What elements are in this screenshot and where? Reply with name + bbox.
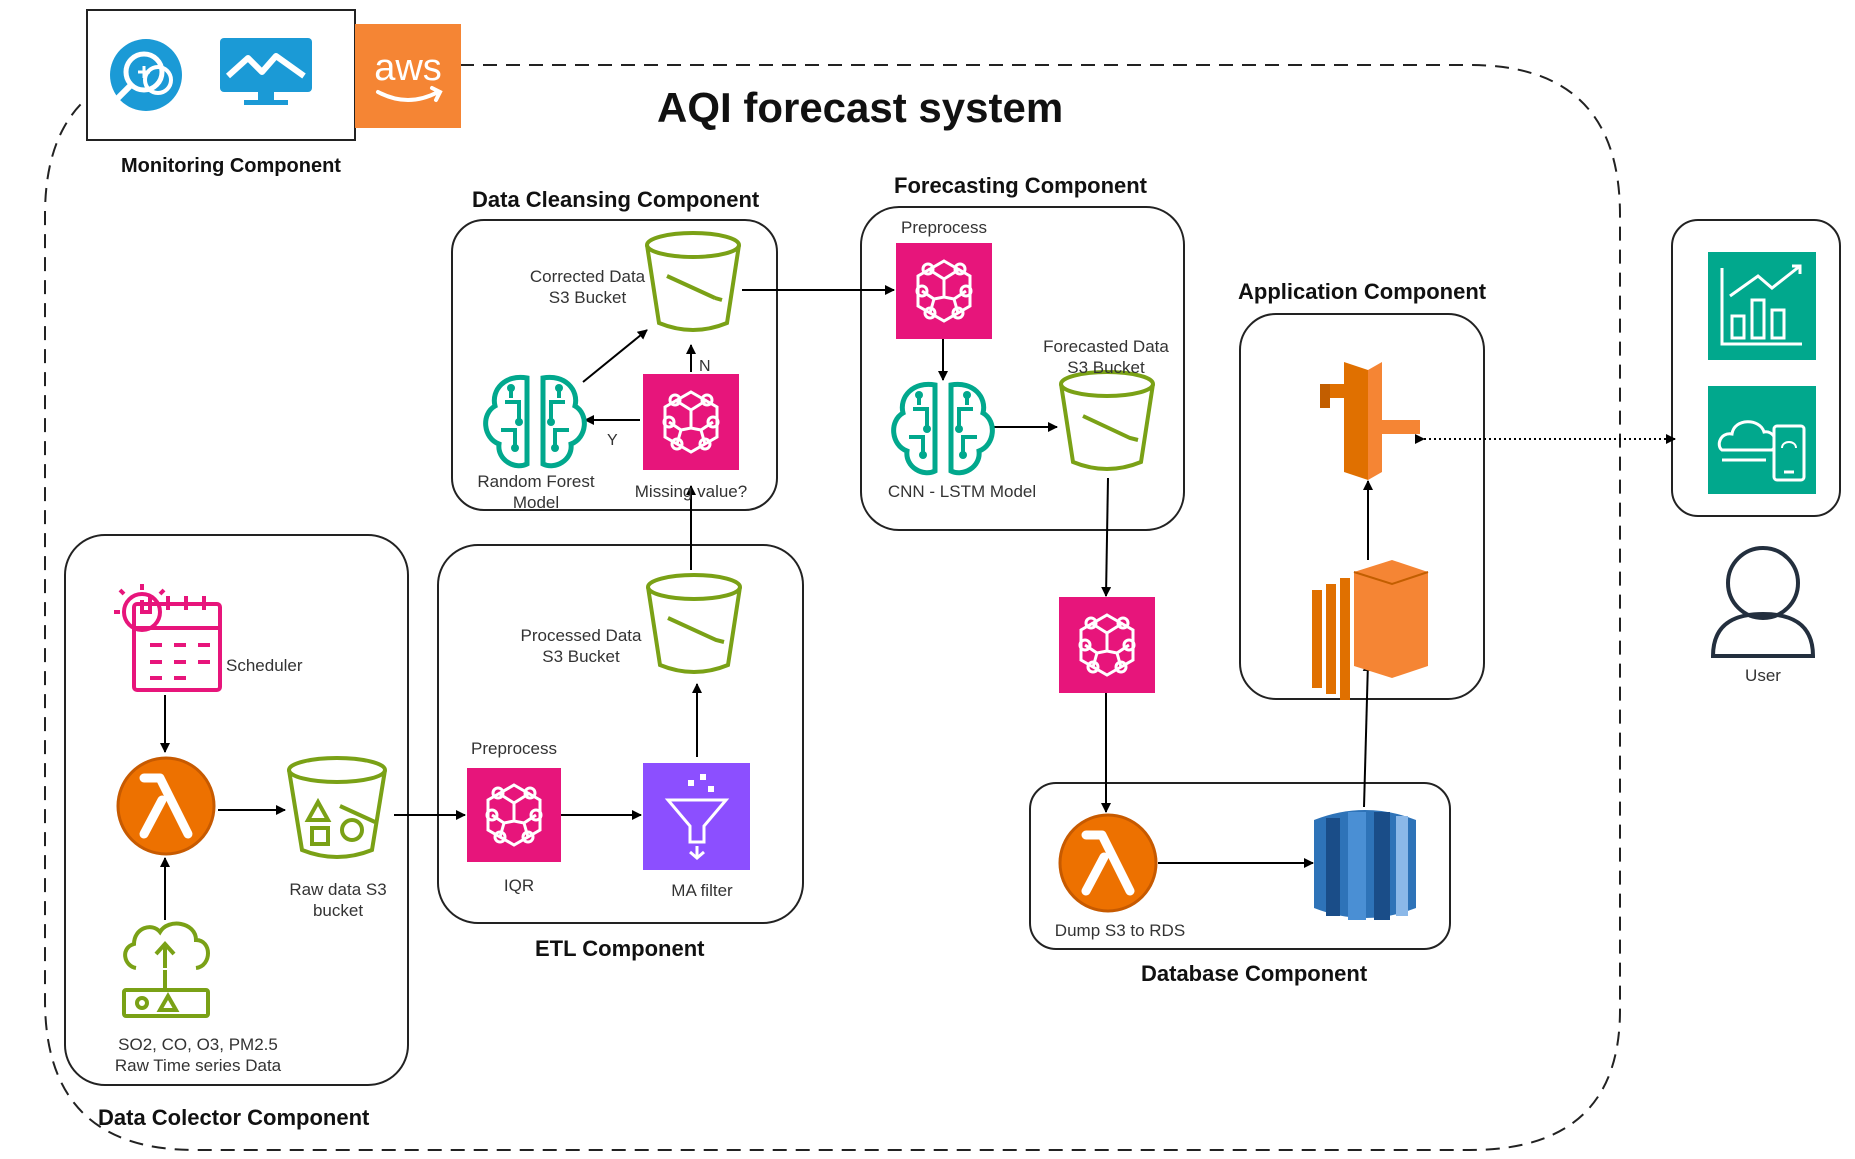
etl-preprocess-label: Preprocess	[471, 739, 557, 758]
iot-source-icon	[122, 921, 210, 1018]
corrected-bucket-label: Corrected Data S3 Bucket	[500, 266, 675, 308]
raw-data-label-line1: SO2, CO, O3, PM2.5	[118, 1035, 278, 1054]
rds-icon	[1314, 810, 1416, 920]
corrected-bucket-label-line2: S3 Bucket	[548, 288, 627, 307]
ingest-lambda-icon	[118, 758, 214, 854]
scheduler-icon	[114, 584, 222, 692]
forecasted-bucket-label-line1: Forecasted Data	[1043, 337, 1169, 356]
forecasting-heading: Forecasting Component	[894, 173, 1148, 198]
cnn-lstm-label: CNN - LSTM Model	[887, 482, 1037, 501]
forecast-preprocess-label: Preprocess	[901, 218, 987, 237]
edge-label-yes: Y	[607, 432, 618, 449]
processed-bucket-icon	[646, 573, 742, 674]
corrected-bucket-label-line1: Corrected Data	[529, 267, 646, 286]
edge-forecasted-transform	[1101, 477, 1112, 597]
processed-bucket-label: Processed Data S3 Bucket	[502, 625, 660, 667]
svg-text:aws: aws	[374, 47, 442, 89]
processed-bucket-label-line1: Processed Data	[520, 626, 642, 645]
dump-lambda-label: Dump S3 to RDS	[1054, 921, 1186, 940]
user-label: User	[1745, 666, 1781, 685]
data-cleansing-box	[451, 219, 778, 511]
user-icon	[1710, 546, 1816, 658]
missing-value-label: Missing value?	[634, 482, 748, 501]
random-forest-icon	[486, 377, 585, 465]
forecasted-bucket-label: Forecasted Data S3 Bucket	[1028, 336, 1184, 378]
system-boundary	[44, 64, 1621, 1151]
cnn-lstm-icon	[894, 384, 993, 472]
client-devices-icon	[1708, 386, 1816, 494]
raw-data-label: SO2, CO, O3, PM2.5 Raw Time series Data	[92, 1034, 304, 1076]
etl-heading: ETL Component	[535, 936, 705, 961]
ec2-icon	[1312, 560, 1429, 700]
edge-randomforest-corrected	[582, 329, 648, 383]
raw-data-label-line2: Raw Time series Data	[114, 1056, 282, 1075]
database-box	[1029, 782, 1451, 950]
data-collector-heading: Data Colector Component	[98, 1105, 370, 1130]
random-forest-label-line2: Model	[512, 493, 560, 512]
edge-label-no: N	[699, 358, 711, 375]
etl-box	[437, 544, 804, 924]
scheduler-label: Scheduler	[226, 656, 303, 675]
raw-bucket-icon	[287, 756, 387, 859]
raw-bucket-label-line1: Raw data S3	[289, 880, 387, 899]
dump-lambda-icon	[1060, 815, 1156, 911]
random-forest-label: Random Forest Model	[462, 471, 610, 513]
application-box	[1239, 313, 1485, 700]
user-apps-box	[1671, 219, 1841, 517]
data-cleansing-heading: Data Cleansing Component	[472, 187, 760, 212]
monitoring-heading: Monitoring Component	[121, 155, 341, 177]
monitor-search-icon	[110, 39, 182, 111]
random-forest-label-line1: Random Forest	[477, 472, 595, 491]
aws-logo: aws	[355, 24, 461, 128]
forecasted-bucket-icon	[1059, 370, 1155, 471]
raw-bucket-label-line2: bucket	[312, 901, 364, 920]
forecasted-bucket-label-line2: S3 Bucket	[1067, 358, 1145, 377]
database-heading: Database Component	[1141, 961, 1368, 986]
processed-bucket-label-line2: S3 Bucket	[542, 647, 620, 666]
ma-filter-icon	[643, 763, 750, 870]
cloudwatch-monitor-icon	[220, 38, 312, 105]
application-heading: Application Component	[1238, 279, 1487, 304]
elb-icon	[1320, 362, 1420, 480]
connectors	[160, 285, 1676, 920]
dashboard-icon	[1708, 252, 1816, 360]
raw-bucket-label: Raw data S3 bucket	[278, 879, 398, 921]
data-collector-box	[64, 534, 409, 1086]
diagram-title: AQI forecast system	[657, 84, 1064, 131]
iqr-label: IQR	[503, 876, 535, 895]
edge-rds-ec2	[1362, 661, 1373, 808]
ma-filter-label: MA filter	[671, 881, 733, 900]
forecasting-box	[860, 206, 1185, 531]
